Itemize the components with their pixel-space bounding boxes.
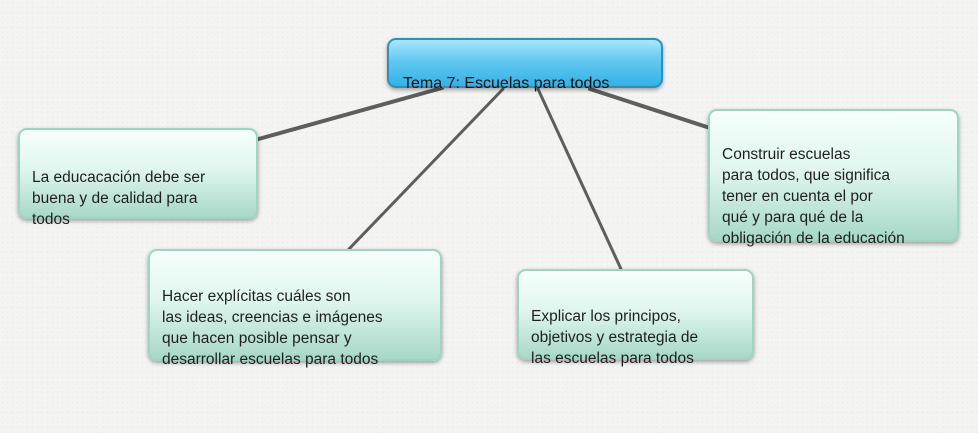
- subtopic-text-explain-principles: Explicar los principos, objetivos y estr…: [531, 308, 699, 367]
- connector-to-mid-right-node: [536, 87, 623, 271]
- subtopic-text-education-quality: La educacación debe ser buena y de calid…: [32, 169, 206, 228]
- subtopic-node-build-schools[interactable]: Construir escuelas para todos, que signi…: [708, 109, 959, 247]
- subtopic-node-explain-principles[interactable]: Explicar los principos, objetivos y estr…: [517, 269, 754, 367]
- connector-to-right-node: [588, 87, 712, 130]
- root-topic-node[interactable]: Tema 7: Escuelas para todos: [387, 38, 663, 92]
- subtopic-text-build-schools: Construir escuelas para todos, que signi…: [722, 146, 905, 247]
- subtopic-text-explicit-ideas: Hacer explícitas cuáles son las ideas, c…: [162, 288, 383, 368]
- subtopic-node-education-quality[interactable]: La educacación debe ser buena y de calid…: [18, 128, 258, 228]
- root-topic-text: Tema 7: Escuelas para todos: [403, 75, 610, 92]
- connector-to-left-node: [253, 86, 444, 142]
- connector-to-mid-left-node: [347, 87, 505, 251]
- subtopic-node-explicit-ideas[interactable]: Hacer explícitas cuáles son las ideas, c…: [148, 249, 442, 368]
